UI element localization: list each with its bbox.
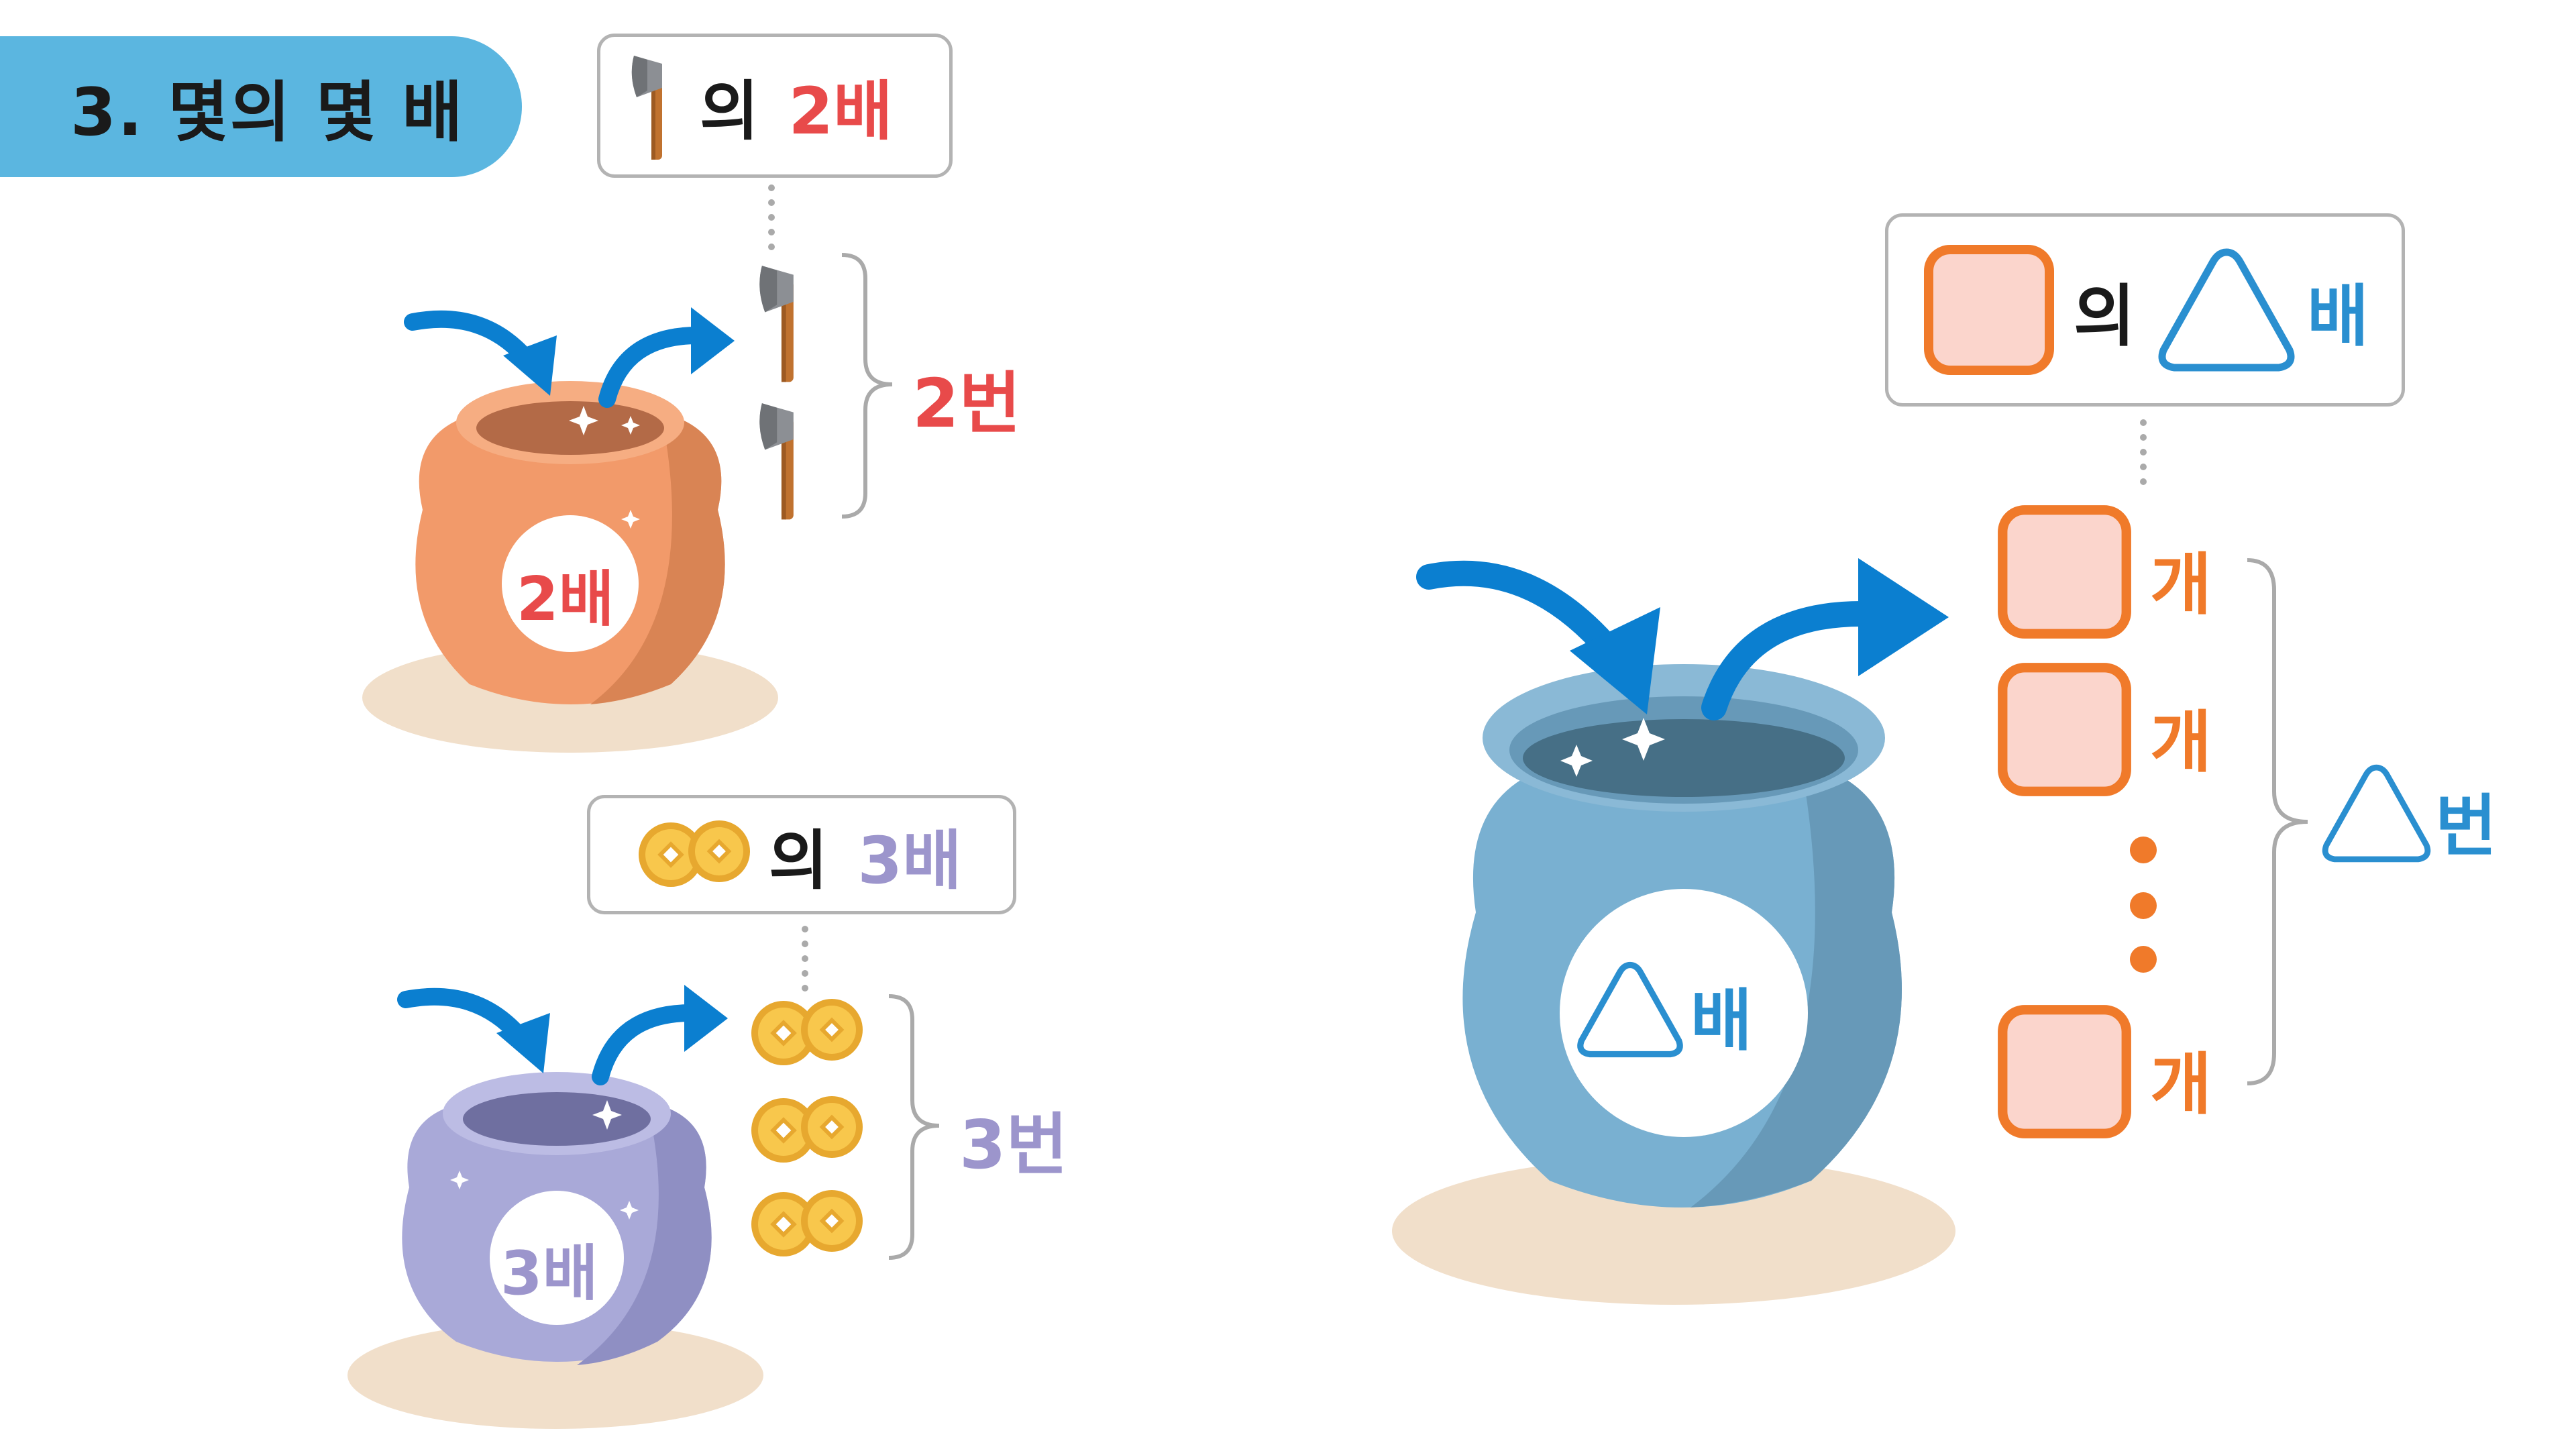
general-label-times: 배 [2307,276,2369,356]
arrow-out-icon [1701,558,1949,720]
page-title: 3. 몇의 몇 배 [70,74,464,151]
general-label-box: 의 배 [1885,213,2405,407]
unit-label: 개 [2150,1045,2212,1124]
arrow-in-icon [404,310,557,396]
unit-label: 개 [2150,703,2212,782]
coin-pair-icon [751,1190,863,1256]
coin-pair-icon [639,820,750,887]
general-bracket [2247,558,2308,1085]
coin-pair-icon [751,1096,863,1163]
coin-pair-icon [751,999,863,1065]
orange-pot-label: 2배 [517,564,614,635]
square-box-icon [1998,1005,2131,1138]
square-box-icon [1924,245,2054,375]
axe-repeat-label: 2번 [912,364,1021,443]
coin-connector-dots [802,926,808,991]
axe-icon [759,403,794,520]
triangle-icon [1577,961,1683,1058]
coin-bracket [888,994,940,1260]
axe-label-box: 의 2배 [597,34,953,178]
general-label-particle: 의 [2074,276,2135,356]
arrow-in-icon [397,987,550,1073]
ellipsis-dots-icon [2130,837,2157,973]
axe-bracket [841,253,893,519]
coin-label-particle: 의 [769,822,828,898]
coin-repeat-label: 3번 [959,1106,1068,1184]
purple-pot-label: 3배 [500,1238,598,1309]
orange-pot [362,381,778,753]
purple-pot [347,1072,763,1429]
triangle-icon [2158,248,2295,372]
triangle-icon [2322,764,2431,863]
arrow-out-icon [598,307,735,408]
axe-label-times: 2배 [788,74,893,149]
title-banner: 3. 몇의 몇 배 [0,36,522,177]
arrow-out-icon [592,985,728,1085]
arrow-in-icon [1416,560,1660,714]
coin-label-times: 3배 [857,822,962,898]
unit-label: 개 [2150,545,2212,624]
square-box-icon [1998,505,2131,639]
axe-label-particle: 의 [700,74,759,149]
blue-pot [1392,664,1955,1305]
general-connector-dots [2140,419,2147,485]
axe-icon [631,55,662,160]
general-repeat-label: 번 [2435,787,2497,865]
axe-icon [759,266,794,382]
square-box-icon [1998,663,2131,796]
blue-pot-label: 배 [1690,981,1752,1060]
coin-label-box: 의 3배 [587,795,1016,914]
axe-connector-dots [768,184,775,250]
